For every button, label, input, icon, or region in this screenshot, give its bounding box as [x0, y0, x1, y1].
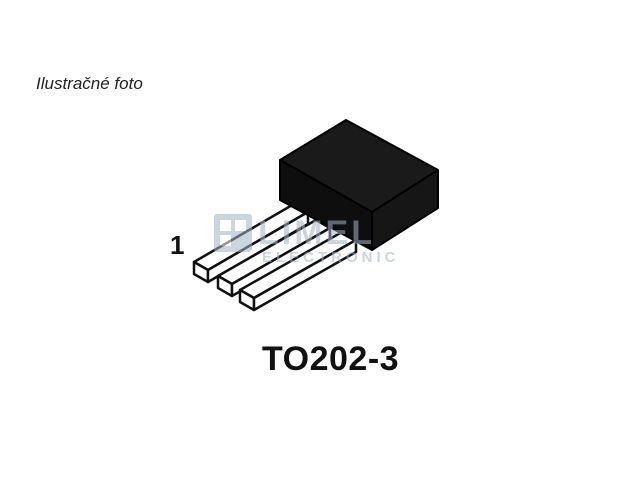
- lead-2: [216, 218, 332, 298]
- pin-1-label: 1: [170, 230, 185, 260]
- limel-logo-icon: [214, 214, 252, 252]
- watermark-line-2: ELECTRONIC: [262, 249, 400, 266]
- illustration-caption: Ilustračné foto: [36, 74, 143, 93]
- package-body: [279, 119, 439, 251]
- package-leads: [192, 202, 358, 312]
- package-name-label: TO202-3: [262, 340, 400, 378]
- limel-watermark: LIMEL ELECTRONIC: [214, 214, 400, 266]
- lead-3: [238, 230, 358, 312]
- watermark-line-1: LIMEL: [258, 214, 375, 252]
